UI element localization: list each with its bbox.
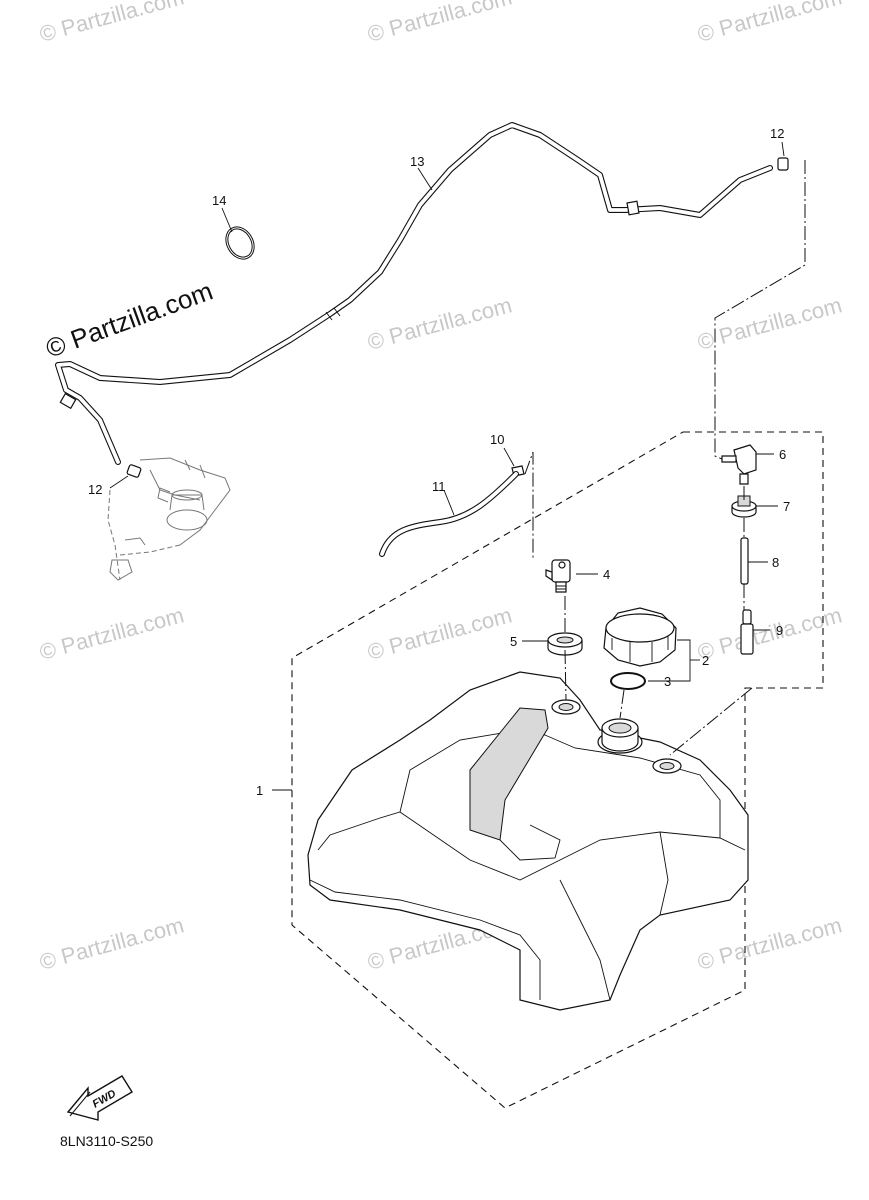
callout-12-left: 12	[88, 482, 102, 497]
watermark: © Partzilla.com	[37, 0, 187, 47]
watermark: © Partzilla.com	[365, 292, 515, 355]
watermark: © Partzilla.com	[695, 292, 845, 355]
grommet	[547, 632, 583, 656]
hose-clip-top	[777, 157, 789, 171]
callout-11: 11	[432, 479, 446, 494]
fuel-fitting	[545, 559, 571, 593]
elbow-joint	[721, 444, 757, 485]
callout-9: 9	[776, 623, 783, 638]
watermark: © Partzilla.com	[365, 602, 515, 665]
cap-gasket	[610, 672, 646, 690]
fuel-cap	[603, 607, 677, 667]
callout-6: 6	[779, 447, 786, 462]
callout-13: 13	[410, 154, 424, 169]
watermark-main: © Partzilla.com	[42, 276, 217, 364]
fuel-tank	[307, 671, 749, 1011]
callout-leaders	[109, 141, 785, 791]
callout-3: 3	[664, 674, 671, 689]
watermark: © Partzilla.com	[695, 912, 845, 975]
leader-line	[564, 649, 567, 701]
frame-reference-sketch	[107, 457, 231, 581]
callout-2: 2	[702, 653, 709, 668]
callout-14: 14	[212, 193, 226, 208]
callout-7: 7	[783, 499, 790, 514]
leader-line	[619, 689, 625, 719]
watermark: © Partzilla.com	[695, 602, 845, 665]
callout-10: 10	[490, 432, 504, 447]
fwd-arrow-icon: FWD	[66, 1075, 133, 1121]
callout-4: 4	[603, 567, 610, 582]
callout-12-top: 12	[770, 126, 784, 141]
vent-pipe	[740, 537, 749, 585]
hose-11	[379, 471, 519, 557]
diagram-code: 8LN3110-S250	[60, 1133, 153, 1149]
clamp	[225, 226, 255, 260]
vent-grommet	[731, 495, 757, 518]
watermark: © Partzilla.com	[37, 912, 187, 975]
callout-8: 8	[772, 555, 779, 570]
joint-pipe	[740, 609, 754, 655]
watermark: © Partzilla.com	[695, 0, 845, 47]
hose-13	[55, 122, 773, 465]
leader-line	[714, 160, 806, 460]
callout-1: 1	[256, 783, 263, 798]
leader-line	[669, 687, 753, 756]
assembly-boundary	[291, 431, 824, 1109]
leader-line	[524, 451, 534, 558]
watermark: © Partzilla.com	[365, 0, 515, 47]
hose-clip-left	[126, 464, 142, 478]
callout-5: 5	[510, 634, 517, 649]
watermark: © Partzilla.com	[37, 602, 187, 665]
